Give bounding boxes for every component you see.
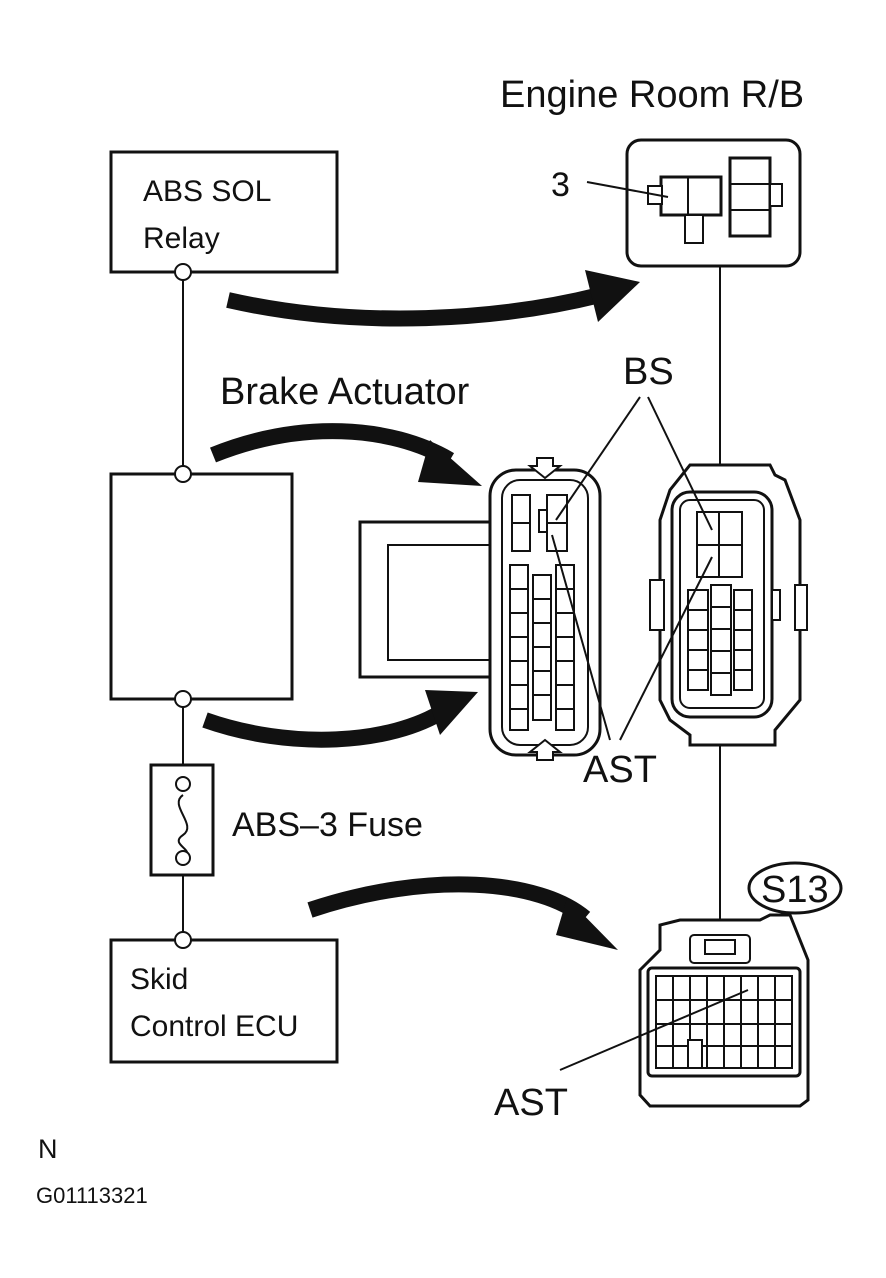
arrow-relay xyxy=(226,287,602,327)
relay-slot-right xyxy=(728,156,772,238)
bs-leader-right xyxy=(647,396,713,531)
actuator-connector-male xyxy=(649,463,808,747)
ast-ecu-leader xyxy=(559,989,749,1071)
skid-control-ecu-box xyxy=(109,938,339,1064)
terminal-actuator-bottom xyxy=(174,690,192,708)
connector-latch-inner xyxy=(387,544,493,661)
terminal-relay xyxy=(174,263,192,281)
relay-slot-leader xyxy=(586,181,669,198)
ecu-connector-s13 xyxy=(638,913,810,1108)
abs-sol-relay-line2: Relay xyxy=(143,222,220,255)
male-side-clip-right xyxy=(794,584,808,631)
relay-slot-3 xyxy=(659,175,723,217)
cavity-grid-left xyxy=(509,564,529,731)
cavity-tab xyxy=(538,509,548,533)
ecu-connector-id: S13 xyxy=(761,869,829,911)
orientation-mark: N xyxy=(38,1134,58,1164)
ast-label-actuator: AST xyxy=(583,749,657,791)
male-side-notch xyxy=(771,589,781,621)
relay-slot-right-tab xyxy=(769,183,783,207)
ast-leader-right xyxy=(619,556,713,741)
arrow-ecu-head xyxy=(556,898,618,950)
skid-control-ecu-line2: Control ECU xyxy=(130,1010,298,1043)
ecu-latch-inner xyxy=(704,939,736,955)
arrow-actuator-bottom-head xyxy=(425,690,478,735)
brake-actuator-label: Brake Actuator xyxy=(220,371,470,413)
abs-sol-relay-box xyxy=(109,150,339,274)
bs-label: BS xyxy=(623,351,674,393)
arrow-actuator-bottom xyxy=(202,703,450,748)
terminal-ecu xyxy=(174,931,192,949)
bs-leader-left xyxy=(555,396,641,521)
arrow-actuator-top-head xyxy=(418,440,482,486)
terminal-fuse-top xyxy=(175,776,191,792)
abs3-fuse-label: ABS–3 Fuse xyxy=(232,806,423,844)
arrow-actuator-top xyxy=(210,423,455,467)
male-side-clip xyxy=(649,579,665,631)
arrow-ecu xyxy=(307,876,591,925)
actuator-connector-female xyxy=(358,457,602,761)
ecu-cavity-grid xyxy=(655,975,793,1069)
engine-room-label: Engine Room R/B xyxy=(500,74,804,116)
ast-leader-left xyxy=(551,534,611,741)
male-cavity-grid xyxy=(687,584,753,696)
engine-room-relay-block xyxy=(625,138,802,268)
relay-slot-foot xyxy=(684,214,704,244)
cavity-grid-right xyxy=(555,564,575,731)
terminal-actuator-top xyxy=(174,465,192,483)
brake-actuator-box xyxy=(109,472,294,701)
connector-key-bottom xyxy=(527,738,563,761)
s13-badge xyxy=(747,861,843,915)
ast-label-ecu: AST xyxy=(494,1082,568,1124)
schematic: ABS SOL Relay ABS–3 Fuse Skid Control EC… xyxy=(109,150,423,1064)
ecu-key xyxy=(687,1039,703,1069)
arrow-relay-head xyxy=(585,270,640,322)
abs-sol-relay-line1: ABS SOL xyxy=(143,175,271,208)
connector-key-top xyxy=(527,457,563,480)
cavity-grid-mid xyxy=(532,574,552,721)
skid-control-ecu-line1: Skid xyxy=(130,963,188,996)
relay-slot-number: 3 xyxy=(551,166,570,204)
figure-id: G01113321 xyxy=(36,1183,148,1208)
arrows xyxy=(202,270,640,950)
terminal-fuse-bottom xyxy=(175,850,191,866)
